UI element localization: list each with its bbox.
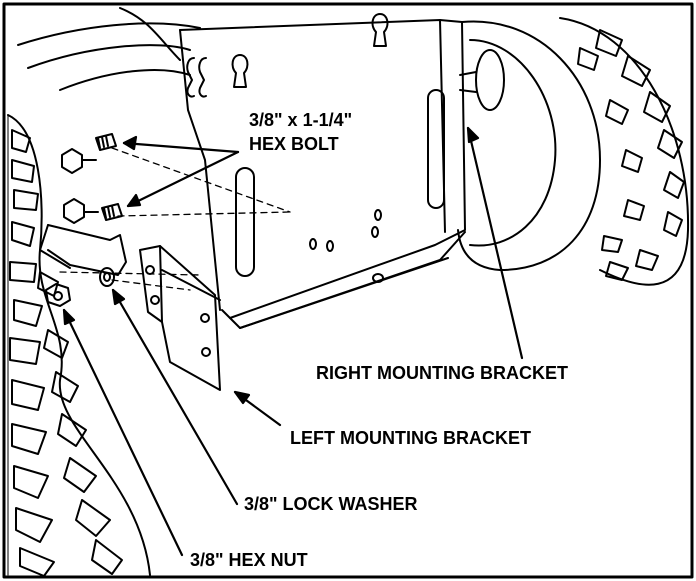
hex-nut-label: 3/8" HEX NUT <box>190 550 308 570</box>
right-tire <box>457 17 690 286</box>
hex-bolt-size-label: 3/8" x 1-1/4" <box>249 110 353 130</box>
left-mounting-bracket-label: LEFT MOUNTING BRACKET <box>290 428 531 448</box>
mower-frame <box>17 7 466 329</box>
lock-washer <box>99 267 115 287</box>
hex-bolt-label: HEX BOLT <box>249 134 339 154</box>
lock-washer-label: 3/8" LOCK WASHER <box>244 494 418 514</box>
left-tire <box>7 114 151 577</box>
left-mounting-bracket-part <box>139 245 221 391</box>
right-mounting-bracket-label: RIGHT MOUNTING BRACKET <box>316 363 568 383</box>
hex-bolts <box>95 133 123 221</box>
callout-arrows <box>62 126 524 557</box>
hex-nut <box>45 283 71 307</box>
alignment-lines <box>59 147 291 291</box>
